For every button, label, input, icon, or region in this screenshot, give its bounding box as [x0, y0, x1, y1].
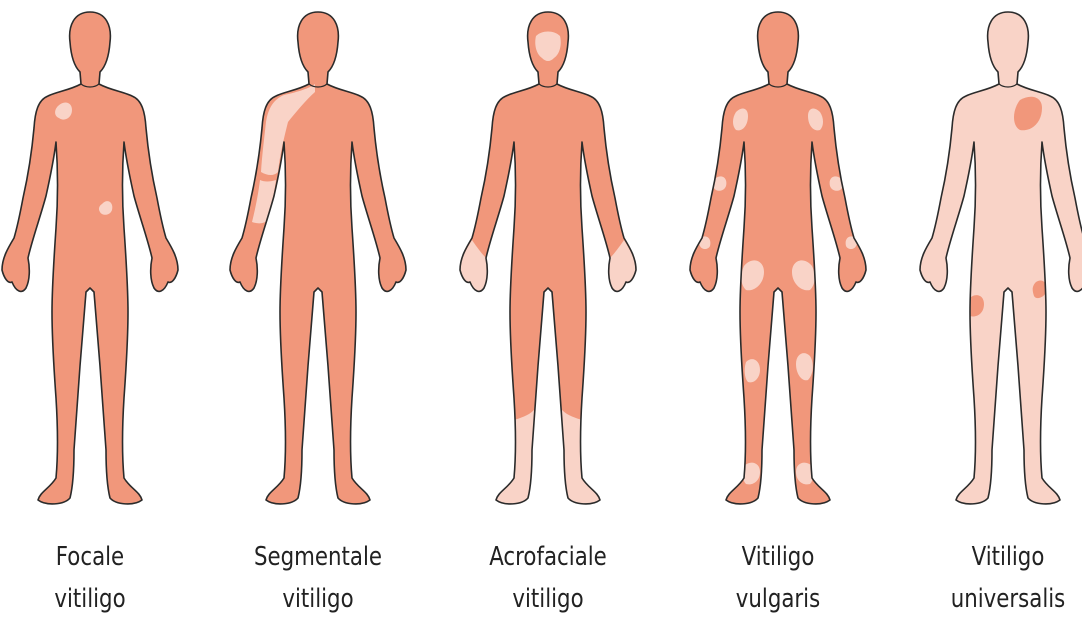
label-line-1: Vitiligo — [696, 536, 860, 578]
label-line-2: vulgaris — [696, 578, 860, 620]
figure-universalis — [908, 0, 1082, 520]
label-line-2: universalis — [926, 578, 1082, 620]
label-line-2: vitiligo — [236, 578, 400, 620]
label-focale: Focale vitiligo — [8, 536, 172, 620]
label-acrofaciale: Acrofaciale vitiligo — [466, 536, 630, 620]
label-line-1: Acrofaciale — [466, 536, 630, 578]
figure-segmentale — [218, 0, 418, 520]
figure-vulgaris — [678, 0, 878, 520]
label-line-2: vitiligo — [466, 578, 630, 620]
label-line-1: Focale — [8, 536, 172, 578]
label-line-1: Vitiligo — [926, 536, 1082, 578]
patch-ankles — [743, 463, 814, 485]
label-line-2: vitiligo — [8, 578, 172, 620]
label-line-1: Segmentale — [236, 536, 400, 578]
label-universalis: Vitiligo universalis — [926, 536, 1082, 620]
figure-focale — [0, 0, 190, 520]
label-vulgaris: Vitiligo vulgaris — [696, 536, 860, 620]
label-segmentale: Segmentale vitiligo — [236, 536, 400, 620]
figure-acrofaciale — [448, 0, 648, 520]
patch-feet — [496, 410, 600, 504]
